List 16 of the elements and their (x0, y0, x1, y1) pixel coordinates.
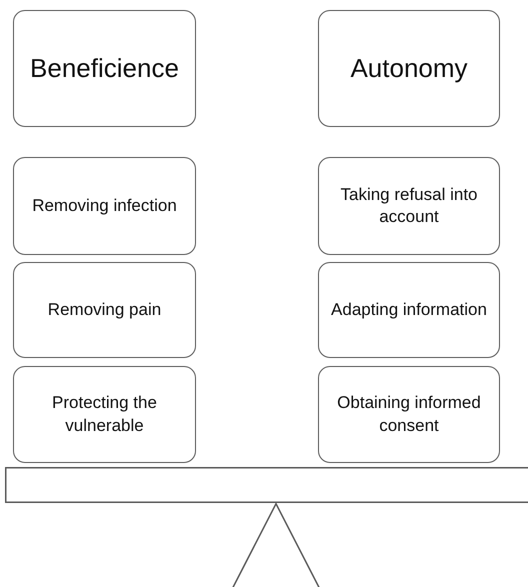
item-box (13, 262, 196, 358)
item-label: Removing infection (32, 194, 177, 217)
item-box (13, 157, 196, 255)
principle-box (318, 10, 500, 127)
item-box (318, 262, 500, 358)
principle-box (13, 10, 196, 127)
item-label: Adapting information (331, 298, 487, 321)
item-box (318, 366, 500, 463)
principle-label: Beneficience (30, 52, 179, 85)
item-label: Obtaining informed consent (336, 392, 482, 436)
item-label: Removing pain (48, 298, 162, 321)
item-box (318, 157, 500, 255)
principle-label: Autonomy (350, 52, 468, 85)
item-label: Taking refusal into account (339, 184, 479, 228)
item-label: Protecting the vulnerable (51, 392, 158, 436)
item-box (13, 366, 196, 463)
